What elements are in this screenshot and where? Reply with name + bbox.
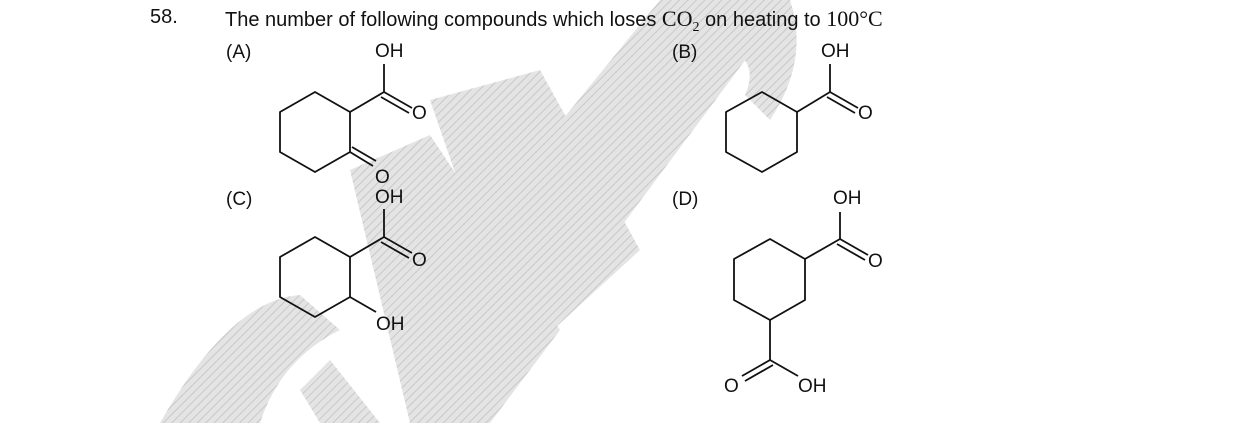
d-carbonyl-o-bottom-label: O: [724, 376, 739, 397]
c-oh-label: OH: [375, 187, 404, 208]
question-number: 58.: [150, 6, 178, 28]
option-b-label: (B): [672, 42, 698, 63]
b-oh-label: OH: [821, 41, 850, 62]
formula-main: CO: [661, 6, 693, 31]
structure-c: [279, 209, 413, 318]
option-c-label: (C): [226, 189, 253, 210]
structure-a: [279, 64, 413, 173]
option-a-label: (A): [226, 42, 252, 63]
d-oh-top-label: OH: [833, 188, 862, 209]
a-carbonyl-o-label: O: [412, 103, 427, 124]
structure-b: [725, 64, 859, 173]
option-d-label: (D): [672, 189, 699, 210]
formula: CO2: [661, 6, 700, 35]
c-hydroxy-oh-label: OH: [376, 314, 405, 335]
question-text: The number of following compounds which …: [225, 6, 883, 35]
d-carbonyl-o-top-label: O: [868, 251, 883, 272]
a-keto-o-label: O: [375, 167, 390, 188]
structure-d: [733, 212, 869, 382]
d-oh-bottom-label: OH: [798, 376, 827, 397]
c-carbonyl-o-label: O: [412, 250, 427, 271]
b-carbonyl-o-label: O: [858, 103, 873, 124]
temperature: 100°C: [826, 6, 883, 31]
a-oh-label: OH: [375, 41, 404, 62]
question-text-middle: on heating to: [699, 9, 827, 31]
formula-subscript: 2: [692, 20, 700, 35]
question-text-before: The number of following compounds which …: [225, 9, 662, 31]
